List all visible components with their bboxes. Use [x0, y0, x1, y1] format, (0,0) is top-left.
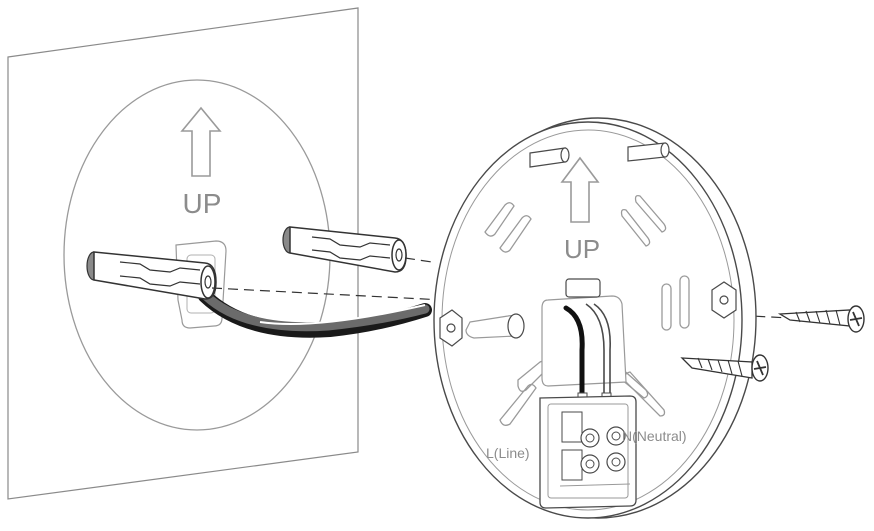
plate-slots-side: [661, 275, 690, 331]
wall-up-label: UP: [183, 188, 222, 219]
terminal-screw-line-bottom: [580, 454, 600, 474]
anchor-fin-top: [311, 236, 391, 248]
plate-up-label: UP: [564, 234, 600, 264]
anchor-end: [200, 265, 216, 299]
plate-hex-mount-right: [711, 281, 737, 319]
neutral-terminal-label: N(Neutral): [622, 428, 687, 444]
alignment-line-lower: [404, 257, 433, 263]
cable-highlight: [259, 304, 426, 326]
wall-anchor-right: [282, 226, 407, 273]
screw-thread: [697, 357, 743, 377]
terminal-screw-line-top: [580, 428, 600, 448]
screw-lower: [680, 354, 769, 382]
plate-keyhole-left: [465, 313, 525, 339]
anchor-end: [391, 239, 407, 271]
plate-up-arrow-icon: [560, 156, 600, 223]
plate-post-left: [529, 147, 570, 168]
wall-up-arrow-icon: [180, 106, 222, 177]
wall-anchor-left: [86, 251, 217, 300]
plate-hex-mount-left: [439, 309, 463, 347]
anchor-hole: [204, 275, 212, 289]
terminal-screw-neutral-bottom: [606, 452, 626, 472]
wire-neutral: [585, 303, 605, 393]
screw-upper: [777, 305, 865, 333]
terminal-block: [539, 395, 637, 509]
line-terminal-label: L(Line): [486, 445, 530, 461]
screw-thread: [795, 309, 841, 326]
plate-slots-right: [620, 194, 667, 247]
wire-line: [563, 305, 585, 396]
anchor-hole: [395, 248, 403, 262]
screw-phillips-icon: [753, 360, 767, 376]
mounting-plate: UP: [433, 117, 757, 519]
cable: [198, 289, 432, 338]
anchor-fin-top: [119, 261, 201, 273]
plate-post-right: [627, 142, 670, 162]
anchor-fin-bottom: [311, 249, 391, 261]
plate-slots-left: [484, 202, 532, 253]
anchor-fin-bottom: [119, 275, 201, 287]
cable-inner: [201, 291, 430, 332]
wire-neutral-b: [593, 303, 611, 393]
anchor-body: [93, 251, 217, 300]
screw-phillips-icon: [849, 311, 863, 327]
plate-wire-clip: [565, 278, 601, 298]
terminal-screw-neutral-top: [606, 426, 626, 446]
